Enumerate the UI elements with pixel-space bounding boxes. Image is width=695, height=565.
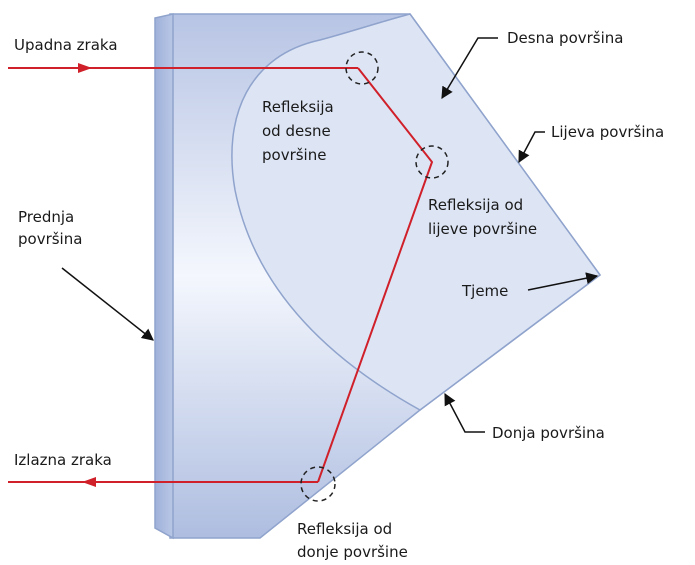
reflection-bottom-label: Refleksija od (297, 520, 392, 538)
lijeva-povrsina-leader (518, 131, 545, 164)
incoming-ray-arrowhead (78, 63, 92, 73)
outgoing-ray-arrowhead (82, 477, 96, 487)
apex-label: Tjeme (461, 282, 508, 300)
reflection-right-label: Refleksija (262, 98, 334, 116)
reflection-point-bottom (300, 466, 336, 502)
front-surface-label-line2: površina (18, 230, 82, 248)
reflection-left-label: Refleksija od (428, 196, 523, 214)
prednja-povrsina-leader (61, 267, 154, 341)
reflection-right-label-line2: od desne (262, 122, 331, 140)
bottom-surface-label: Donja površina (492, 424, 605, 442)
prism-inner-face (231, 13, 602, 411)
reflection-left-label-line2: lijeve površine (428, 220, 537, 238)
incoming-ray-label: Upadna zraka (14, 36, 118, 54)
reflection-right-label-line3: površine (262, 146, 326, 164)
reflection-point-left (415, 145, 449, 179)
left-surface-label: Lijeva površina (551, 123, 664, 141)
reflection-point-right (345, 51, 379, 85)
donja-povrsina-leader (444, 392, 485, 433)
outgoing-ray-label: Izlazna zraka (14, 451, 112, 469)
tjeme-leader (527, 272, 599, 291)
prism-front-face (154, 13, 174, 540)
right-surface-label: Desna površina (507, 29, 623, 47)
internal-ray-path (317, 67, 434, 483)
desna-povrsina-leader (441, 37, 498, 100)
front-surface-label: Prednja (18, 208, 74, 226)
reflection-bottom-label-line2: donje površine (297, 543, 408, 561)
